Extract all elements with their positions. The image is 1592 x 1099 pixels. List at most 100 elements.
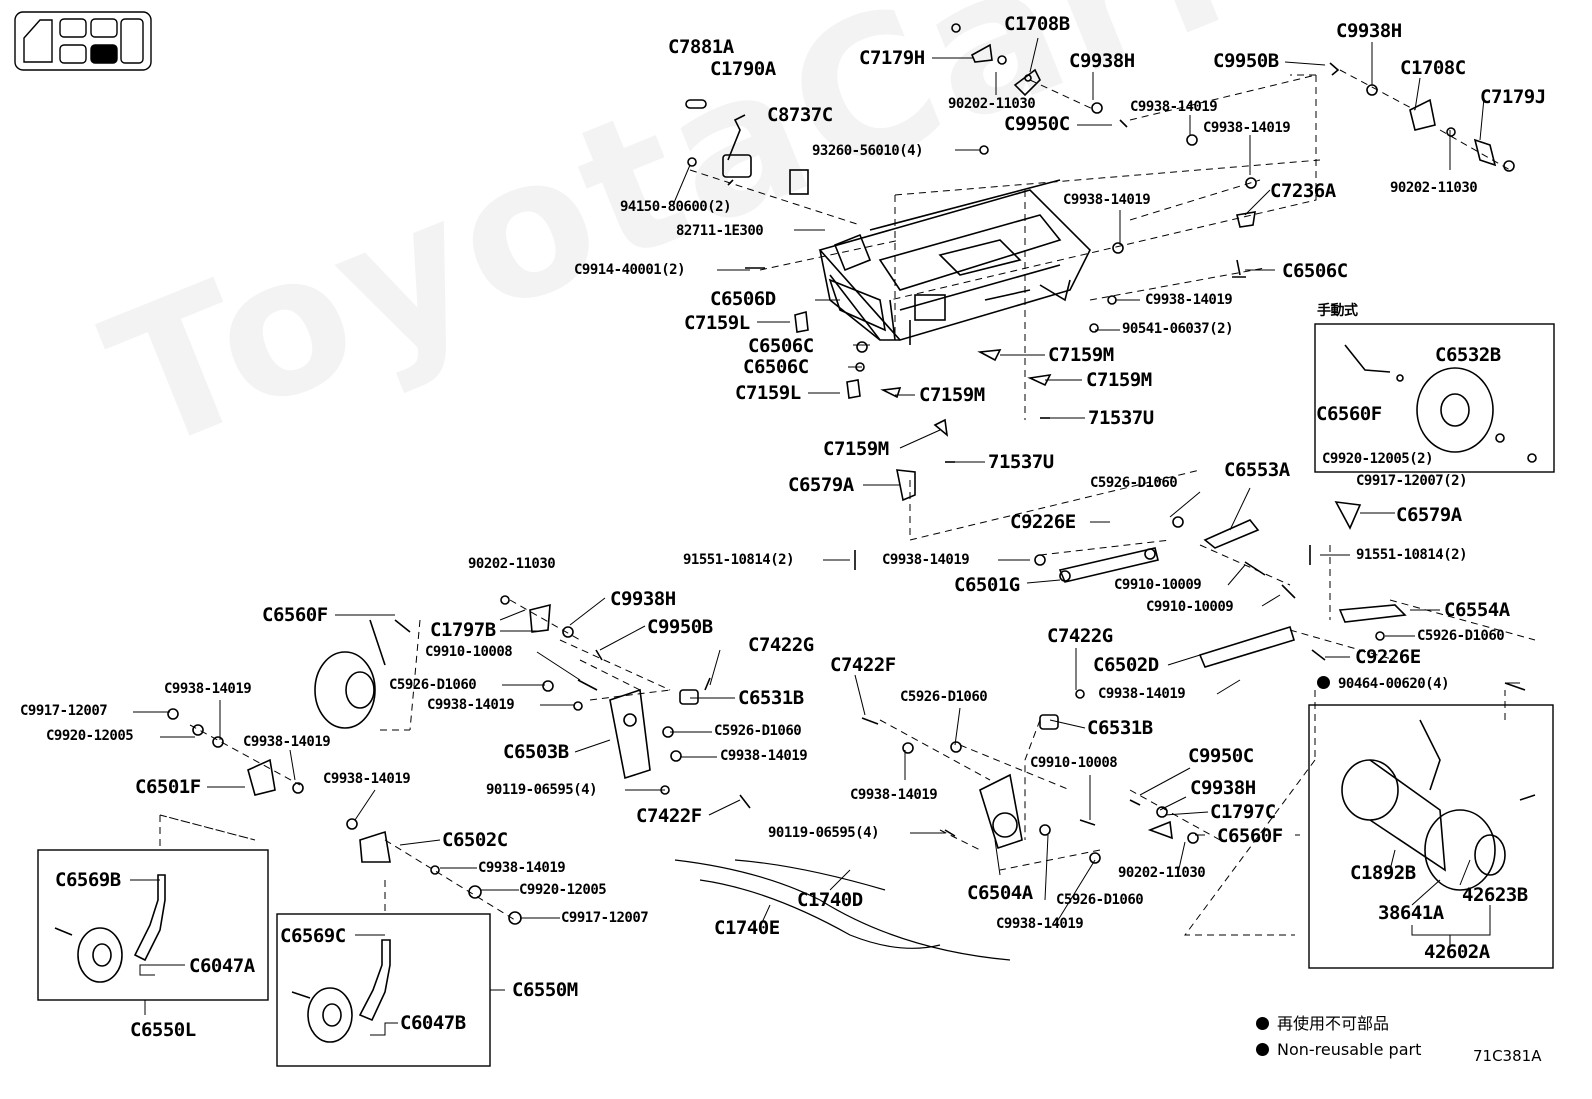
part-label-c9917-12007: C9917-12007(2) xyxy=(1356,473,1468,489)
part-label-c6504a: C6504A xyxy=(967,882,1033,904)
manual-type-heading: 手動式 xyxy=(1317,303,1358,319)
part-label-c9938-14019: C9938-14019 xyxy=(882,552,970,568)
part-label-c9938-14019: C9938-14019 xyxy=(1098,686,1186,702)
part-label-c6531b: C6531B xyxy=(738,687,804,709)
part-label-90119-06595: 90119-06595(4) xyxy=(768,825,880,841)
manual-type-box xyxy=(1314,323,1555,473)
part-label-c9938-14019: C9938-14019 xyxy=(850,787,938,803)
part-label-c9920-12005: C9920-12005(2) xyxy=(1322,451,1434,467)
part-label-c9950b: C9950B xyxy=(647,616,713,638)
part-label-94150-80600: 94150-80600(2) xyxy=(620,199,732,215)
part-label-c6553a: C6553A xyxy=(1224,459,1290,481)
caster-c6550l xyxy=(54,874,166,983)
part-label-c9938-14019: C9938-14019 xyxy=(323,771,411,787)
part-label-c1708b: C1708B xyxy=(1004,13,1070,35)
part-label-c9938-14019: C9938-14019 xyxy=(1130,99,1218,115)
legend-text-jp: 再使用不可部品 xyxy=(1277,1014,1390,1033)
part-label-c9938h: C9938H xyxy=(1069,50,1135,72)
label-sticker xyxy=(789,169,809,195)
part-label-c6047a: C6047A xyxy=(189,955,255,977)
part-label-38641a: 38641A xyxy=(1378,902,1444,924)
part-label-71537u: 71537U xyxy=(1088,407,1154,429)
part-label-c6569b: C6569B xyxy=(55,869,121,891)
part-label-93260-56010: 93260-56010(4) xyxy=(812,143,924,159)
part-label-90202-11030: 90202-11030 xyxy=(948,96,1036,112)
lever-switch xyxy=(685,99,752,186)
part-number-text: 90464-00620(4) xyxy=(1338,676,1450,692)
part-label-c7159m: C7159M xyxy=(823,438,889,460)
part-label-c9938h: C9938H xyxy=(610,588,676,610)
part-label-90541-06037: 90541-06037(2) xyxy=(1122,321,1234,337)
part-label-c6554a: C6554A xyxy=(1444,599,1510,621)
part-label-c9938-14019: C9938-14019 xyxy=(427,697,515,713)
part-label-c9938-14019: C9938-14019 xyxy=(996,916,1084,932)
part-label-c7422f: C7422F xyxy=(636,805,702,827)
manual-knob xyxy=(1344,344,1537,463)
part-label-42602a: 42602A xyxy=(1424,941,1490,963)
part-label-c1708c: C1708C xyxy=(1400,57,1466,79)
part-label-c7179j: C7179J xyxy=(1480,86,1546,108)
part-label-c7881a: C7881A xyxy=(668,36,734,58)
part-label-91551-10814: 91551-10814(2) xyxy=(1356,547,1468,563)
cables xyxy=(674,859,1011,961)
part-label-c7236a: C7236A xyxy=(1270,180,1336,202)
part-label-c6560f: C6560F xyxy=(262,604,328,626)
bracket-c7179h xyxy=(970,43,993,63)
part-label-c5926-d1060: C5926-D1060 xyxy=(1090,475,1178,491)
part-label-82711-1e300: 82711-1E300 xyxy=(676,223,764,239)
part-label-c1797b: C1797B xyxy=(430,619,496,641)
part-label-90119-06595: 90119-06595(4) xyxy=(486,782,598,798)
part-label-c5926-d1060: C5926-D1060 xyxy=(900,689,988,705)
part-label-71537u: 71537U xyxy=(988,451,1054,473)
legend-non-reusable-en: Non-reusable part xyxy=(1256,1042,1421,1058)
part-label-c6531b: C6531B xyxy=(1087,717,1153,739)
part-label-91551-10814: 91551-10814(2) xyxy=(683,552,795,568)
link-c6501g xyxy=(1058,547,1159,583)
part-label-c9914-40001: C9914-40001(2) xyxy=(574,262,686,278)
motor-c6560f-left xyxy=(314,619,411,729)
part-label-c9910-10008: C9910-10008 xyxy=(425,644,513,660)
part-label-c1892b: C1892B xyxy=(1350,862,1416,884)
gear-bracket-c6504a xyxy=(979,773,1023,850)
caster-assembly-l-box xyxy=(37,849,269,1001)
part-label-42623b: 42623B xyxy=(1462,884,1528,906)
part-label-c1797c: C1797C xyxy=(1210,801,1276,823)
part-label-c9920-12005: C9920-12005 xyxy=(46,728,134,744)
part-label-c5926-d1060: C5926-D1060 xyxy=(1056,892,1144,908)
link-c6554a xyxy=(1338,604,1407,623)
part-label-c1790a: C1790A xyxy=(710,58,776,80)
part-label-c7159m: C7159M xyxy=(1086,369,1152,391)
part-label-c8737c: C8737C xyxy=(767,104,833,126)
part-label-c9938-14019: C9938-14019 xyxy=(1063,192,1151,208)
part-label-c9950b: C9950B xyxy=(1213,50,1279,72)
part-label-90202-11030: 90202-11030 xyxy=(468,556,556,572)
seat-track-frame xyxy=(818,179,1091,345)
part-label-c9938-14019: C9938-14019 xyxy=(243,734,331,750)
part-label-c9938-14019: C9938-14019 xyxy=(1145,292,1233,308)
part-label-c9917-12007: C9917-12007 xyxy=(20,703,108,719)
bracket-c6502c xyxy=(359,830,391,863)
part-label-c9226e: C9226E xyxy=(1355,646,1421,668)
caster-c6550m xyxy=(291,939,391,1043)
part-label-90202-11030: 90202-11030 xyxy=(1118,865,1206,881)
non-reusable-dot-icon xyxy=(1256,1017,1269,1030)
part-label-c7159l: C7159L xyxy=(735,382,801,404)
part-label-c7159l: C7159L xyxy=(684,312,750,334)
part-label-c7159m: C7159M xyxy=(919,384,985,406)
bracket-c7179j xyxy=(1473,138,1497,167)
part-label-c7159m: C7159M xyxy=(1048,344,1114,366)
part-label-c6506d: C6506D xyxy=(710,288,776,310)
part-label-c9938-14019: C9938-14019 xyxy=(164,681,252,697)
part-label-c9917-12007: C9917-12007 xyxy=(561,910,649,926)
part-label-90202-11030: 90202-11030 xyxy=(1390,180,1478,196)
part-label-c9910-10009: C9910-10009 xyxy=(1114,577,1202,593)
part-label-c6579a: C6579A xyxy=(1396,504,1462,526)
part-label-c6506c: C6506C xyxy=(1282,260,1348,282)
part-label-c6532b: C6532B xyxy=(1435,344,1501,366)
part-label-c9226e: C9226E xyxy=(1010,511,1076,533)
part-label-c9950c: C9950C xyxy=(1188,745,1254,767)
motor-assembly xyxy=(1341,719,1536,891)
link-c6553a xyxy=(1203,519,1260,549)
part-label-c9950c: C9950C xyxy=(1004,113,1070,135)
figure-code: 71C381A xyxy=(1473,1047,1542,1065)
